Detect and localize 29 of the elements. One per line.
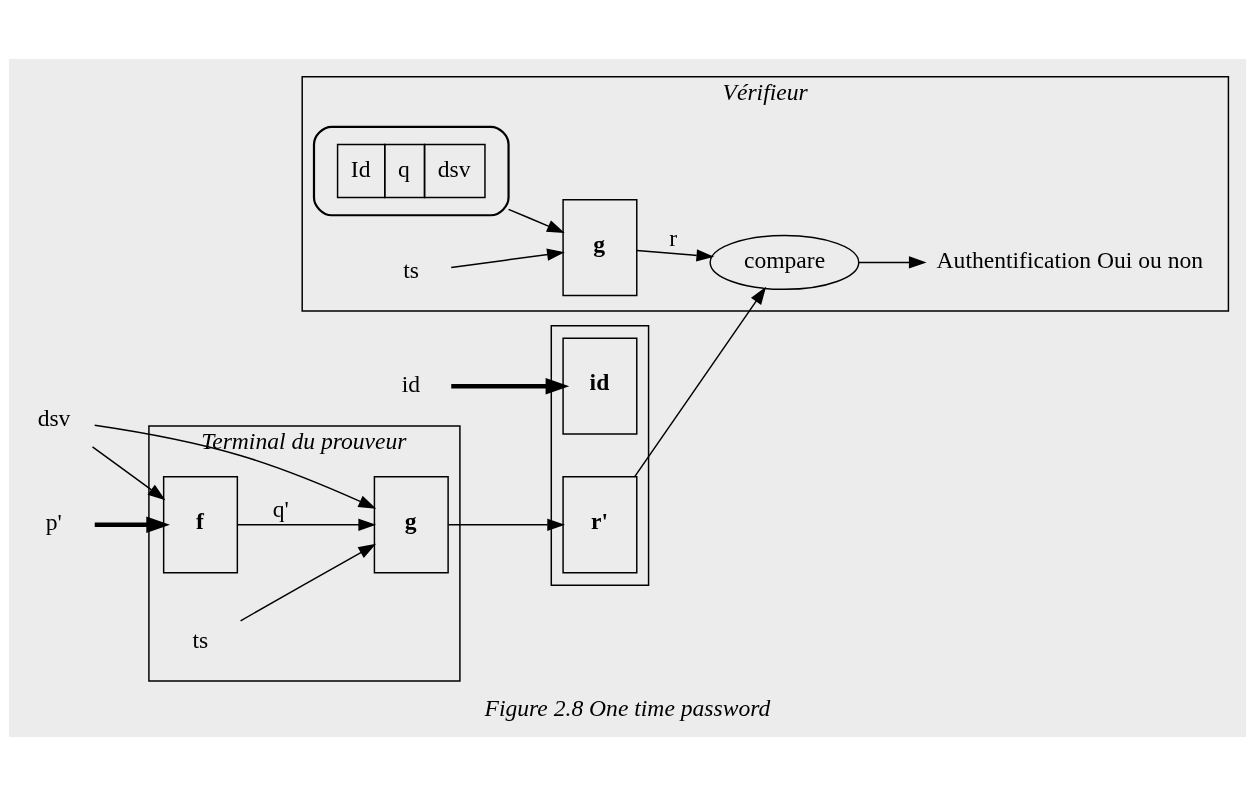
node-box: f [162,476,239,574]
node-text: dsv [37,404,71,431]
edge-label: q' [272,496,289,523]
arrow [858,256,927,269]
arrow [636,249,715,262]
node-box: g [373,476,449,574]
arrow [94,516,170,534]
arrow [451,377,570,395]
node-box: r' [562,476,638,574]
arrow [450,248,565,269]
node-text: ts [192,627,209,654]
edge-label: r [669,224,678,251]
cluster [312,125,510,217]
node-box: id [562,337,638,435]
caption: Figure 2.8 One time password [484,695,771,722]
node-text: id [401,370,421,397]
node-text: Authentification Oui ou non [936,247,1204,273]
arrow [447,518,565,531]
arrow [91,446,166,501]
arrow [239,543,377,622]
cluster [550,325,650,586]
node-box: g [562,199,638,297]
node-text: p' [45,509,62,536]
arrow [633,286,767,478]
arrow [236,518,377,531]
arrow [507,208,565,234]
arrow [93,424,377,509]
node-ellipse: compare [709,234,860,291]
node-text: ts [403,257,419,284]
